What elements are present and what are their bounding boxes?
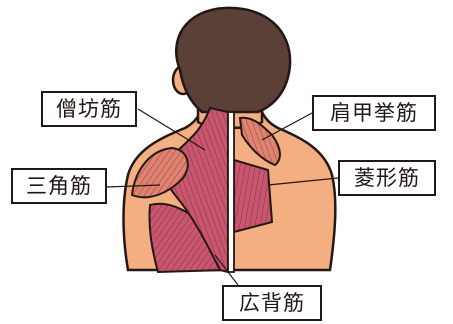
label-rhomboid: 菱形筋 [338,160,436,196]
label-deltoid: 三角筋 [11,168,107,204]
label-latissimus-dorsi: 広背筋 [222,285,322,321]
label-trapezius: 僧坊筋 [41,91,137,127]
hair [176,8,290,112]
spine [228,112,234,272]
label-levator-scapulae: 肩甲挙筋 [312,95,436,131]
